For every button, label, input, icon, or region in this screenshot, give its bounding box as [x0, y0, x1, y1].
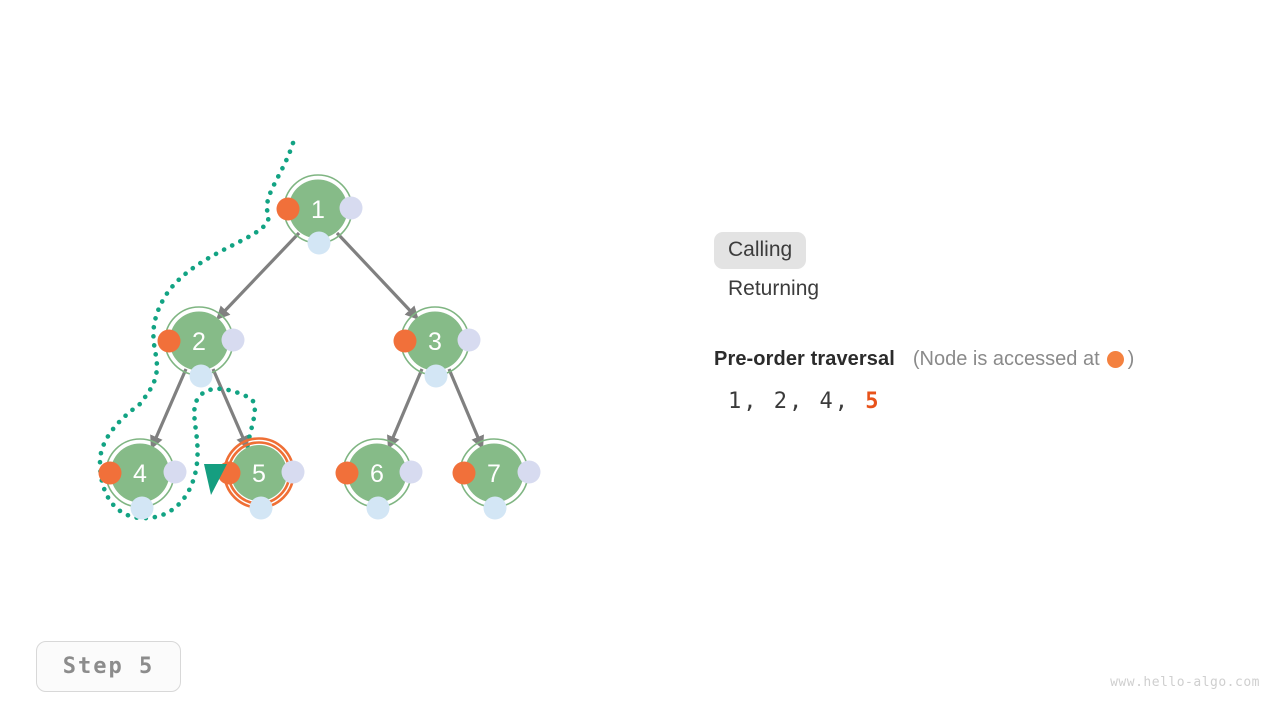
node-4-label: 4: [133, 460, 147, 488]
node-1-label: 1: [311, 196, 325, 224]
edge-2-5: [211, 368, 249, 450]
edge-1-3: [335, 231, 419, 320]
recursion-state-legend: Calling Returning: [714, 232, 1254, 308]
node-4-bottom-dot: [130, 496, 154, 520]
node-4-body: [110, 443, 170, 503]
tree-node-6[interactable]: 6: [335, 438, 423, 520]
tree-node-2[interactable]: 2: [157, 306, 245, 388]
traversal-sequence-past: 1, 2, 4,: [728, 389, 866, 414]
node-6-bottom-dot: [366, 496, 390, 520]
node-5-right-dot: [281, 460, 305, 484]
step-badge: Step 5: [36, 641, 181, 692]
state-row-calling: Calling: [714, 232, 1254, 269]
tree-edges: [150, 231, 484, 450]
current-node-pointer-icon: [204, 464, 227, 495]
traversal-sequence-current: 5: [865, 389, 881, 414]
tree-node-1[interactable]: 1: [276, 174, 363, 255]
node-3-right-dot: [457, 328, 481, 352]
node-1-right-dot: [339, 196, 363, 220]
access-marker-icon: [1106, 351, 1124, 368]
node-7-access-dot: [452, 461, 476, 485]
edge-3-6: [387, 368, 424, 450]
node-2-bottom-dot: [189, 364, 213, 388]
node-4-right-dot: [163, 460, 187, 484]
traversal-sequence: 1, 2, 4, 5: [728, 389, 1254, 414]
binary-tree-diagram: 1 2 3: [97, 140, 541, 521]
node-3-label: 3: [428, 328, 442, 356]
tree-nodes: 1 2 3: [98, 174, 541, 520]
state-row-returning: Returning: [714, 271, 1254, 308]
node-7-right-dot: [517, 460, 541, 484]
edge-2-4: [150, 368, 188, 450]
node-2-right-dot: [221, 328, 245, 352]
watermark: www.hello-algo.com: [1110, 675, 1260, 690]
recursion-path-dotted: [97, 140, 296, 521]
node-7-body: [464, 443, 524, 503]
edge-1-2: [216, 231, 301, 320]
node-5-label: 5: [252, 460, 266, 488]
node-3-body: [405, 311, 465, 371]
node-2-access-dot: [157, 329, 181, 353]
traversal-note-open: (Node is accessed at: [912, 348, 1100, 370]
node-6-access-dot: [335, 461, 359, 485]
node-5-body: [231, 445, 287, 501]
node-3-bottom-dot: [424, 364, 448, 388]
node-7-bottom-dot: [483, 496, 507, 520]
tree-node-4[interactable]: 4: [98, 438, 187, 520]
traversal-header: Pre-order traversal (Node is accessed at…: [714, 348, 1254, 371]
node-7-label: 7: [487, 460, 501, 488]
node-1-body: [288, 179, 348, 239]
node-1-access-dot: [276, 197, 300, 221]
node-1-bottom-dot: [307, 231, 331, 255]
node-2-label: 2: [192, 328, 206, 356]
info-panel: Calling Returning Pre-order traversal (N…: [714, 232, 1254, 414]
node-6-label: 6: [370, 460, 384, 488]
tree-node-7[interactable]: 7: [452, 438, 541, 520]
traversal-note-close: ): [1127, 348, 1135, 370]
node-3-access-dot: [393, 329, 417, 353]
node-4-access-dot: [98, 461, 122, 485]
tree-node-5[interactable]: 5: [217, 437, 305, 520]
node-6-body: [347, 443, 407, 503]
node-6-right-dot: [399, 460, 423, 484]
state-label-returning: Returning: [728, 277, 820, 300]
node-5-bottom-dot: [249, 496, 273, 520]
tree-node-3[interactable]: 3: [393, 306, 481, 388]
node-2-body: [169, 311, 229, 371]
traversal-title: Pre-order traversal: [714, 348, 895, 370]
edge-3-7: [447, 368, 484, 450]
state-label-calling: Calling: [714, 232, 807, 269]
